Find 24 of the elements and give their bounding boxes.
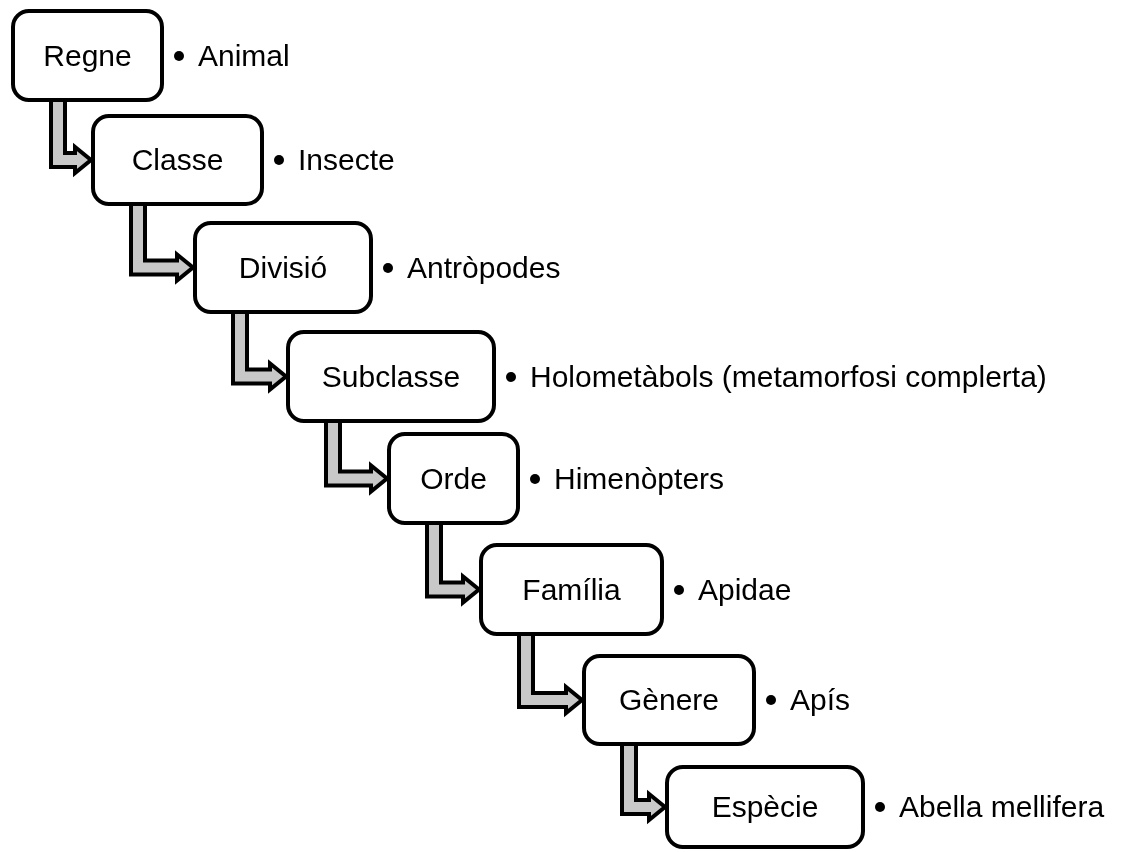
rank-box (479, 543, 664, 636)
rank-box (387, 432, 520, 525)
rank-box (11, 9, 164, 102)
taxon-name: Apís (790, 683, 851, 717)
rank-box (665, 765, 865, 849)
taxon-name: Insecte (298, 143, 395, 177)
rank-label: Divisió (238, 250, 328, 285)
taxon-name: Antròpodes (407, 250, 561, 285)
taxon-name: Abella mellifera (899, 790, 1105, 824)
rank-label: Regne (43, 38, 132, 73)
rank-box (582, 654, 756, 746)
taxon-name: Apidae (698, 572, 792, 607)
taxon-name: Himenòpters (554, 461, 725, 496)
rank-label: Classe (131, 143, 224, 177)
rank-box (193, 221, 373, 314)
rank-label: Gènere (618, 683, 720, 717)
taxon-name: Holometàbols (metamorfosi complerta) (530, 359, 1047, 394)
rank-label: Espècie (711, 790, 819, 824)
rank-label: Família (522, 572, 621, 607)
taxon-name: Animal (198, 38, 290, 73)
rank-label: Orde (420, 461, 487, 496)
rank-box (286, 330, 496, 423)
rank-label: Subclasse (321, 359, 461, 394)
rank-box (91, 114, 264, 206)
